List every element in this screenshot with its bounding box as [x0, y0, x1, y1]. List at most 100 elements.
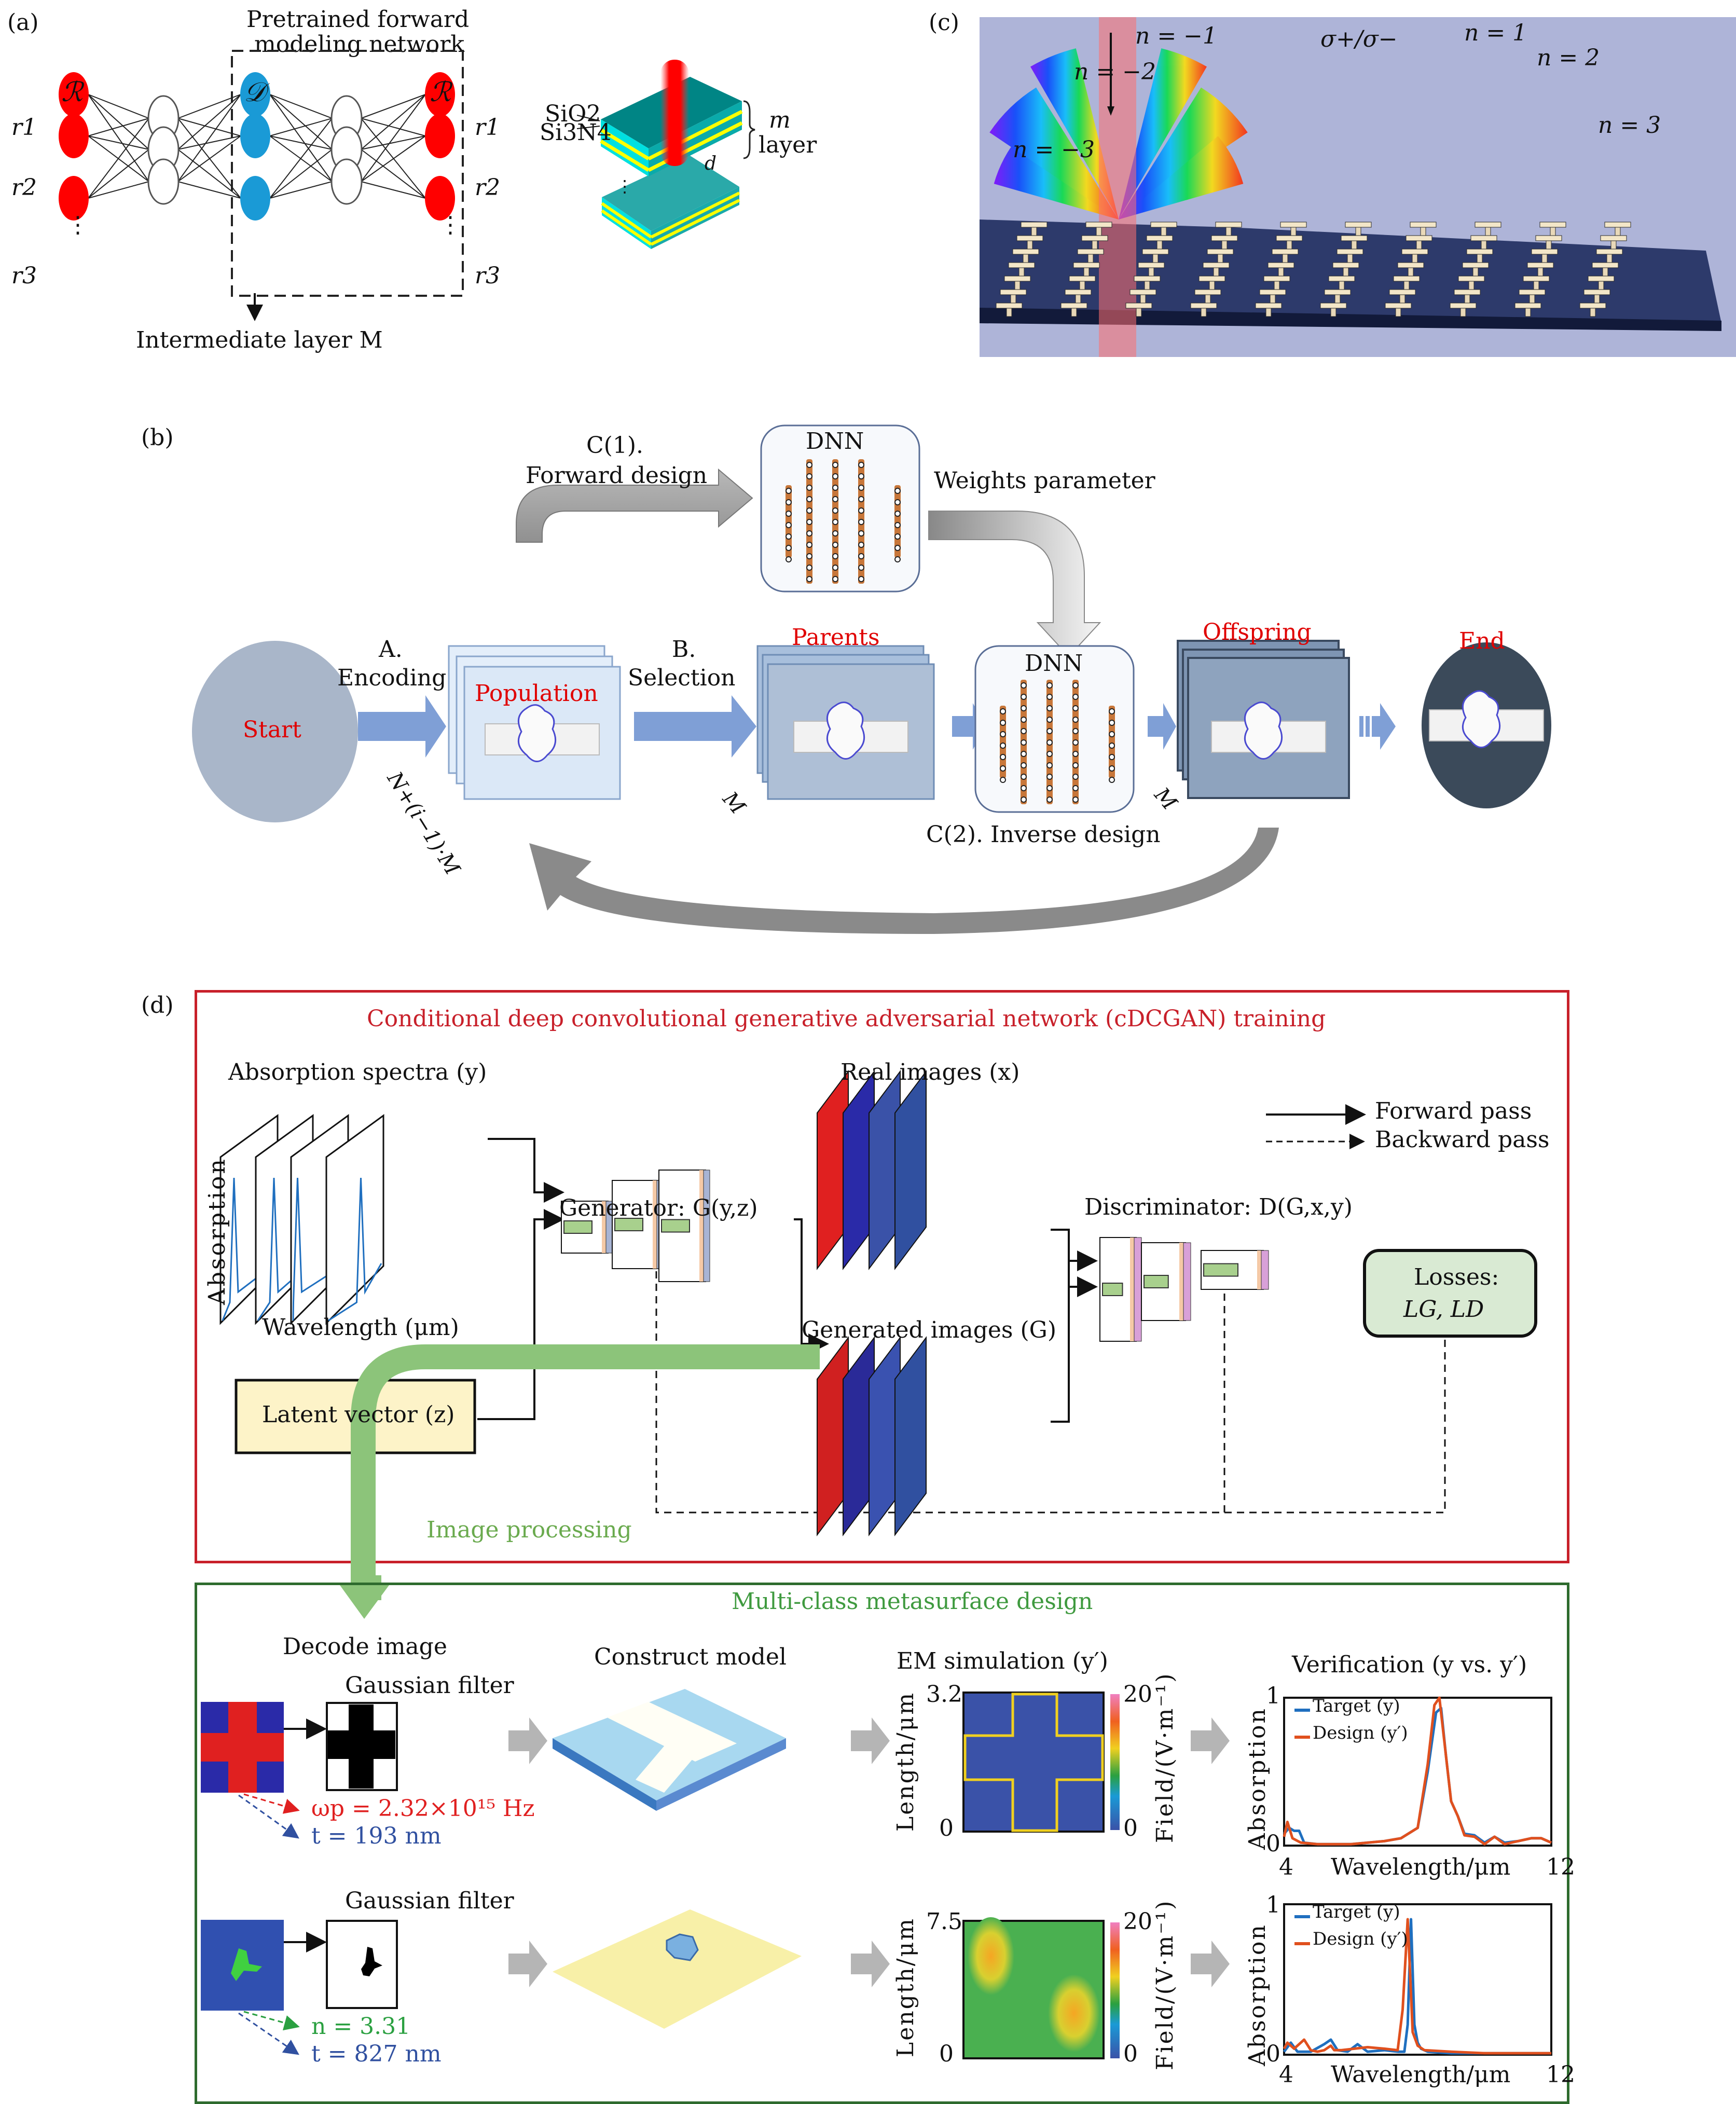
nn-edge — [269, 118, 333, 136]
dnn-neuron — [1072, 785, 1079, 791]
dnn-neuron — [1000, 754, 1006, 760]
output-r3: r3 — [475, 263, 501, 289]
generator-conv — [661, 1219, 690, 1233]
spectrum-curve — [222, 1177, 276, 1321]
selection-label: Selection — [628, 665, 736, 691]
nn-edge — [361, 94, 426, 119]
spectrum-frame — [325, 1114, 384, 1325]
nn-edge — [269, 135, 333, 150]
dnn-neuron — [1072, 728, 1079, 734]
dnn-neuron — [832, 530, 838, 537]
panel-b-label: (b) — [141, 424, 174, 451]
nn-edge — [269, 94, 333, 150]
nn-node — [240, 72, 270, 117]
evolution-flow-diagram — [192, 424, 1551, 934]
dnn-neuron — [1072, 751, 1079, 757]
length-max-1: 3.2 — [926, 1681, 962, 1708]
dnn-neuron — [806, 473, 812, 479]
start-node — [192, 641, 358, 822]
nn-node — [147, 158, 180, 205]
dnn-neuron — [1000, 765, 1006, 772]
nn-node — [240, 114, 270, 158]
start-label: Start — [243, 717, 301, 743]
dnn-neuron — [832, 485, 838, 491]
design-series-line — [1283, 1918, 1551, 2055]
panel-a-label: (a) — [7, 9, 39, 36]
param-n: n = 3.31 — [311, 2013, 411, 2040]
weights-parameter-arrow — [928, 511, 1101, 657]
layer-label: layer — [759, 132, 817, 158]
order-n-1: n = 1 — [1464, 20, 1527, 46]
chart1-xtick-min: 4 — [1279, 1854, 1293, 1880]
dnn-neuron — [806, 530, 812, 537]
latent-vector-label: Latent vector (z) — [262, 1401, 455, 1428]
chart2-xtick-max: 12 — [1546, 2061, 1575, 2088]
chart1-ytick-max: 1 — [1266, 1683, 1280, 1709]
dnn-neuron — [1046, 694, 1053, 700]
nn-edge — [269, 94, 333, 182]
wavelength-axis-label: Wavelength (μm) — [262, 1314, 459, 1341]
length-min-2: 0 — [939, 2041, 954, 2067]
design-layer-symbol: 𝒟 — [244, 77, 266, 108]
nn-edge — [269, 181, 333, 199]
output-r2: r2 — [475, 174, 501, 201]
length-min-1: 0 — [939, 1815, 954, 1841]
field-axis-2: Field/(V·m⁻¹) — [1152, 1899, 1178, 2070]
nn-edge — [88, 118, 149, 199]
dnn-neuron — [1109, 754, 1115, 760]
nn-node — [425, 72, 455, 117]
order-n-minus-3: n = −3 — [1013, 136, 1095, 163]
t-block-stem — [1395, 308, 1401, 317]
discriminator-act — [1261, 1250, 1269, 1290]
dnn-neuron — [1046, 705, 1053, 711]
dnn-neuron — [1046, 717, 1053, 723]
field-axis-1: Field/(V·m⁻¹) — [1152, 1672, 1178, 1843]
dnn-neuron — [1046, 739, 1053, 746]
nn-edge — [88, 118, 149, 136]
dnn-neuron — [1109, 742, 1115, 749]
dnn-neuron — [1046, 728, 1053, 734]
dnn-neuron — [1000, 720, 1006, 726]
dnn-forward-box — [760, 424, 920, 593]
dnn-neuron — [786, 545, 792, 551]
output-ellipsis: ⋮ — [439, 212, 462, 238]
order-n-2: n = 2 — [1537, 45, 1600, 71]
nn-edge — [88, 94, 149, 182]
t-block-stem — [1525, 308, 1531, 317]
dnn-neuron — [1072, 762, 1079, 768]
output-r1: r1 — [475, 114, 501, 141]
nn-node — [425, 114, 455, 158]
param-t-2: t = 827 nm — [311, 2041, 442, 2067]
dnn-neuron — [858, 542, 864, 548]
dnn-neuron — [1021, 717, 1027, 723]
dnn-neuron — [806, 576, 812, 582]
dnn-neuron — [1109, 708, 1115, 714]
losses-box — [1363, 1249, 1537, 1338]
design-section — [195, 1583, 1569, 2104]
forward-design-label: Forward design — [526, 462, 708, 489]
dnn-neuron — [1046, 785, 1053, 791]
gaussian-filter-label-2: Gaussian filter — [345, 1888, 514, 1914]
dnn-neuron — [806, 496, 812, 502]
dnn-neuron — [858, 530, 864, 537]
real-image — [894, 1070, 927, 1270]
nn-edge — [88, 135, 149, 150]
chart2-xlabel: Wavelength/μm — [1331, 2061, 1511, 2088]
dnn-neuron — [786, 499, 792, 505]
image-processing-label: Image processing — [426, 1517, 632, 1543]
diffraction-order-fan — [1119, 48, 1207, 219]
discriminator-bn — [1179, 1243, 1183, 1321]
generator-bn — [653, 1180, 657, 1269]
to-end-arrow — [1359, 703, 1396, 750]
dnn-neuron — [1072, 796, 1079, 803]
chart1-xlabel: Wavelength/μm — [1331, 1854, 1511, 1880]
dnn-neuron — [1109, 731, 1115, 737]
to-offspring-arrow — [1148, 703, 1176, 750]
dnn-inverse-box — [974, 645, 1135, 813]
t-block-stem — [1136, 308, 1142, 317]
training-title: Conditional deep convolutional generativ… — [367, 1006, 1326, 1032]
t-block-stem — [1330, 308, 1337, 317]
parents-label: Parents — [792, 624, 880, 651]
field-min-2: 0 — [1123, 2041, 1138, 2067]
end-label: End — [1459, 628, 1505, 654]
